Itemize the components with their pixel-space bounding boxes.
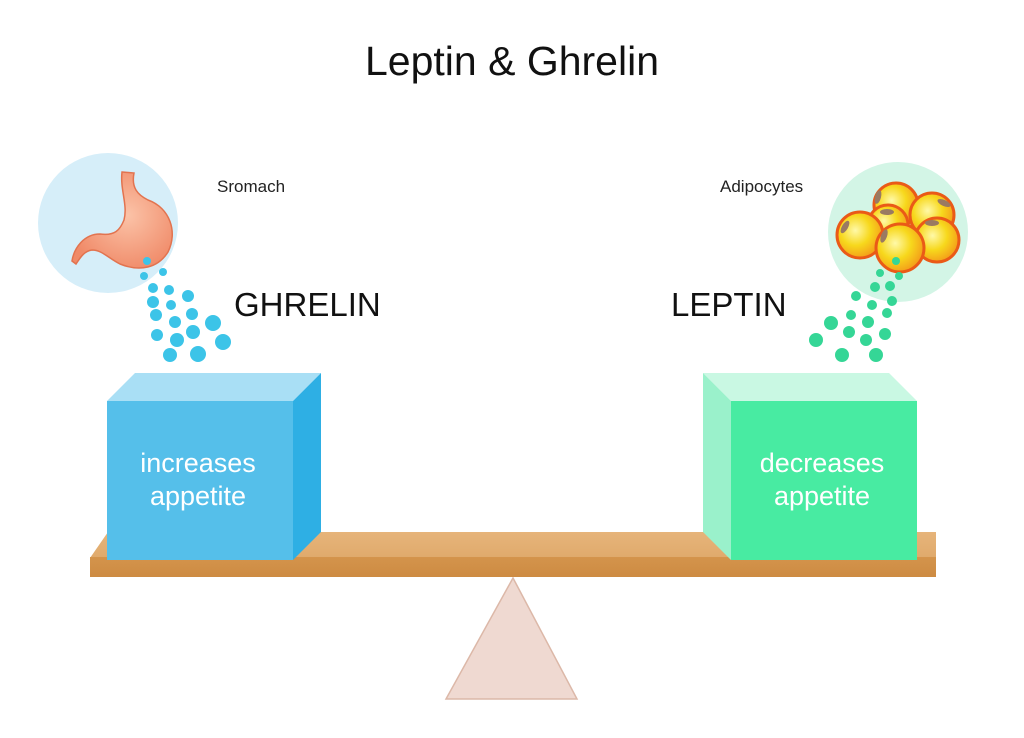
leptin-box xyxy=(703,373,917,560)
cell-nuclei xyxy=(840,190,951,243)
stomach-label: Sromach xyxy=(217,177,286,196)
ghrelin-box xyxy=(107,373,321,560)
ghrelin-effect-line1: increases xyxy=(140,448,256,478)
leptin-particles xyxy=(809,257,903,362)
ghrelin-label: GHRELIN xyxy=(234,286,381,323)
fulcrum xyxy=(444,576,579,700)
adipocytes-label: Adipocytes xyxy=(720,177,804,196)
leptin-effect-line1: decreases xyxy=(759,448,885,478)
leptin-effect: decreases appetite xyxy=(716,447,928,513)
ghrelin-particles xyxy=(140,257,231,362)
fat-cells-icon xyxy=(835,181,961,274)
leptin-effect-line2: appetite xyxy=(773,481,871,511)
page-title: Leptin & Ghrelin xyxy=(364,38,659,84)
stomach-icon xyxy=(71,171,173,269)
ghrelin-effect: increases appetite xyxy=(92,447,304,513)
ghrelin-effect-line2: appetite xyxy=(149,481,247,511)
leptin-label: LEPTIN xyxy=(671,286,787,323)
